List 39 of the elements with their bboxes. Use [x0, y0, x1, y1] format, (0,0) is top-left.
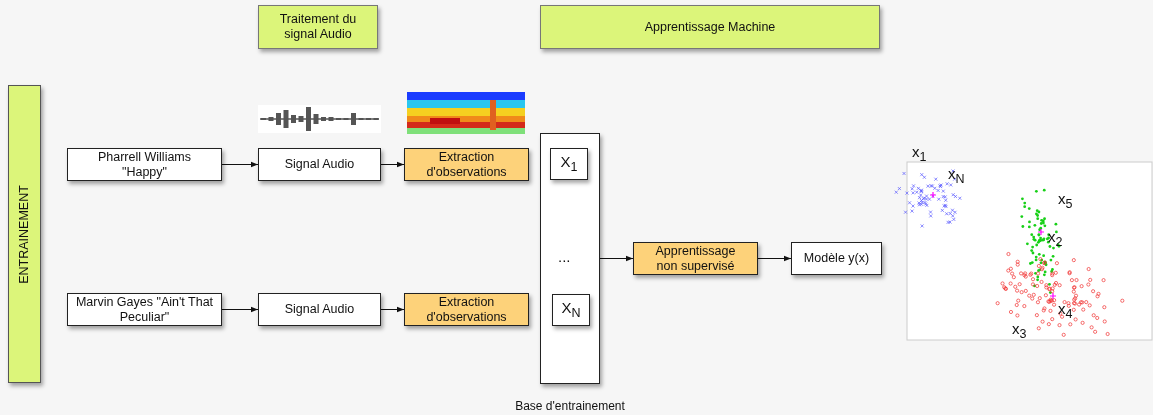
arrow	[380, 161, 405, 168]
point-label: x$_{2}$	[1048, 228, 1063, 249]
node-label: Modèle y(x)	[803, 251, 870, 266]
container-caption: Base d'entrainement	[515, 399, 625, 414]
section-header	[540, 5, 880, 49]
process-box	[258, 148, 381, 181]
phase-bar	[8, 85, 41, 383]
process-box	[550, 148, 588, 180]
node-label: Apprentissage non supervisé	[654, 243, 737, 274]
section-header	[258, 5, 378, 49]
process-box	[404, 148, 529, 181]
process-box	[633, 242, 758, 275]
point-label: x$_{1}$	[912, 143, 927, 164]
node-label: Marvin Gayes "Ain't That Peculiar"	[74, 294, 215, 325]
node-label: Extraction d'observations	[425, 294, 508, 325]
process-box	[404, 293, 529, 326]
node-label: X$_{1}$	[560, 153, 578, 175]
point-label: x$_{3}$	[1012, 320, 1027, 341]
point-label: x$_{N}$	[948, 165, 965, 186]
node-label: X$_{N}$	[561, 299, 581, 321]
arrow	[221, 161, 259, 168]
arrow	[757, 255, 792, 262]
node-label: Signal Audio	[284, 302, 355, 317]
arrow	[380, 306, 405, 313]
point-label: x$_{5}$	[1058, 190, 1073, 211]
process-box	[67, 148, 222, 181]
node-label: Extraction d'observations	[425, 149, 508, 180]
arrow	[599, 255, 634, 262]
process-box	[258, 293, 381, 326]
process-box	[552, 294, 590, 326]
node-label: Pharrell Williams "Happy"	[96, 149, 193, 180]
node-label: Traitement du signal Audio	[278, 12, 358, 42]
node-label: ENTRAINEMENT	[17, 184, 32, 284]
node-label: Apprentissage Machine	[644, 19, 776, 35]
ellipsis: ...	[558, 248, 571, 265]
arrow	[221, 306, 259, 313]
point-label: x$_{4}$	[1058, 300, 1073, 321]
node-label: Signal Audio	[284, 157, 355, 172]
process-box	[791, 242, 882, 275]
